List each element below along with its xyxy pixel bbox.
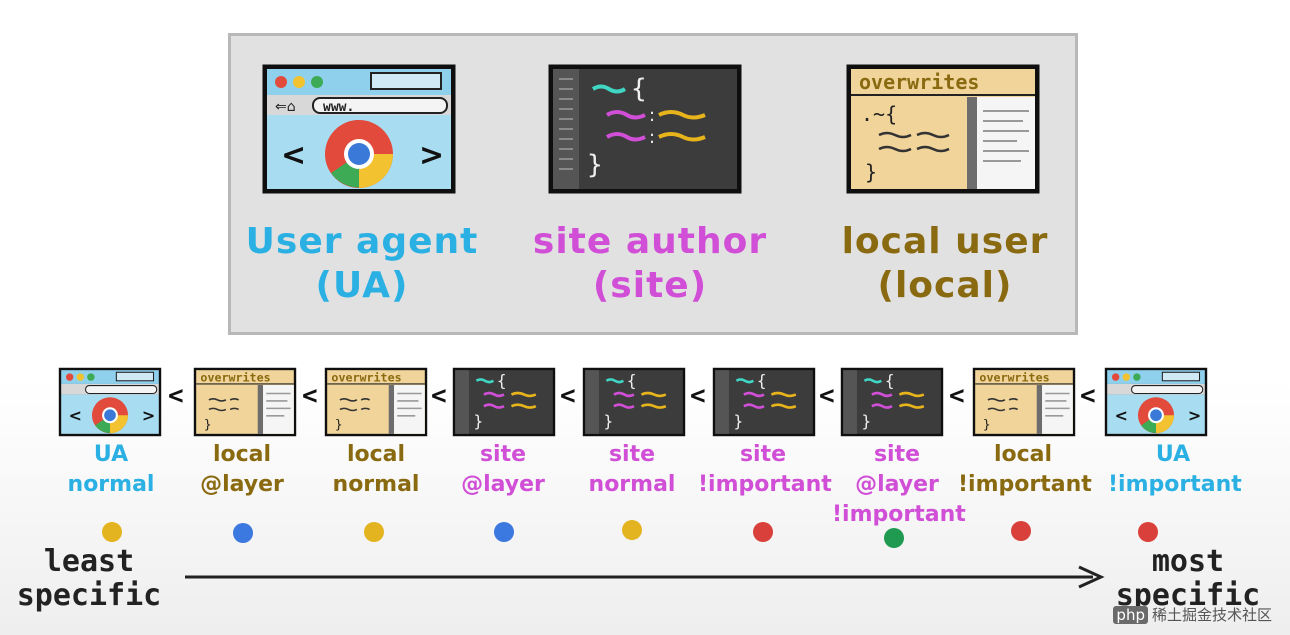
less-than-separator: < — [431, 381, 447, 411]
less-than-separator: < — [690, 381, 706, 411]
less-than-separator: < — [560, 381, 576, 411]
code-editor-icon: { } — [712, 366, 816, 438]
svg-text:>: > — [419, 138, 444, 173]
browser-window-icon: < > — [58, 366, 162, 438]
svg-text:overwrites: overwrites — [979, 370, 1049, 384]
code-editor-icon: { } — [840, 366, 944, 438]
user-agent-label: User agent(UA) — [232, 220, 492, 308]
priority-dot — [1011, 521, 1031, 541]
svg-text:}: } — [865, 160, 877, 184]
svg-text:<: < — [281, 138, 306, 173]
svg-text:}: } — [983, 418, 991, 433]
svg-text:⇐⌂: ⇐⌂ — [275, 99, 296, 115]
svg-text:}: } — [204, 418, 212, 433]
svg-text:overwrites: overwrites — [200, 370, 270, 384]
priority-dot — [884, 528, 904, 548]
less-than-separator: < — [949, 381, 965, 411]
cascade-level-label: site@layer — [438, 440, 568, 500]
cascade-level-label: site@layer!important — [832, 440, 962, 530]
code-editor-icon: { } — [582, 366, 686, 438]
less-than-separator: < — [302, 381, 318, 411]
svg-text::: : — [649, 127, 655, 148]
svg-text:}: } — [335, 418, 343, 433]
browser-window-icon: < > — [1104, 366, 1208, 438]
priority-dot — [622, 520, 642, 540]
svg-text:{: { — [497, 371, 507, 390]
cascade-level-label: UA!important — [1108, 440, 1238, 500]
svg-text:overwrites: overwrites — [859, 70, 979, 94]
cascade-level-label: local!important — [958, 440, 1088, 500]
svg-text:<: < — [69, 406, 82, 425]
svg-text:}: } — [603, 411, 613, 430]
svg-text::: : — [649, 105, 655, 126]
browser-window-icon: ⇐⌂ www. < > — [261, 63, 457, 195]
site-author-label: site author(site) — [510, 220, 790, 308]
svg-text:}: } — [587, 150, 603, 180]
svg-text:www.: www. — [323, 100, 354, 115]
code-editor-icon: { } — [452, 366, 556, 438]
less-than-separator: < — [1080, 381, 1096, 411]
svg-text:>: > — [1188, 406, 1201, 425]
priority-dot — [494, 522, 514, 542]
priority-dot — [1138, 522, 1158, 542]
svg-text:}: } — [733, 411, 743, 430]
svg-text:.~{: .~{ — [861, 102, 897, 126]
svg-text:{: { — [757, 371, 767, 390]
svg-text:}: } — [473, 411, 483, 430]
svg-text:>: > — [142, 406, 155, 425]
svg-text:overwrites: overwrites — [331, 370, 401, 384]
cascade-level-label: local@layer — [177, 440, 307, 500]
cascade-level-label: site!important — [698, 440, 828, 500]
priority-dot — [102, 522, 122, 542]
less-than-separator: < — [819, 381, 835, 411]
specificity-arrow — [183, 565, 1113, 589]
priority-dot — [753, 522, 773, 542]
less-than-separator: < — [168, 381, 184, 411]
svg-text:}: } — [861, 411, 871, 430]
user-stylesheet-icon: overwrites } — [324, 366, 428, 438]
user-stylesheet-icon: overwrites } — [972, 366, 1076, 438]
svg-text:{: { — [627, 371, 637, 390]
svg-text:{: { — [631, 74, 647, 104]
priority-dot — [233, 523, 253, 543]
local-user-label: local user(local) — [820, 220, 1070, 308]
code-editor-icon: { : : } — [547, 63, 743, 195]
user-stylesheet-icon: overwrites .~{ } — [845, 63, 1041, 195]
user-stylesheet-icon: overwrites } — [193, 366, 297, 438]
svg-text:<: < — [1115, 406, 1128, 425]
svg-text:{: { — [885, 371, 895, 390]
priority-dot — [364, 522, 384, 542]
